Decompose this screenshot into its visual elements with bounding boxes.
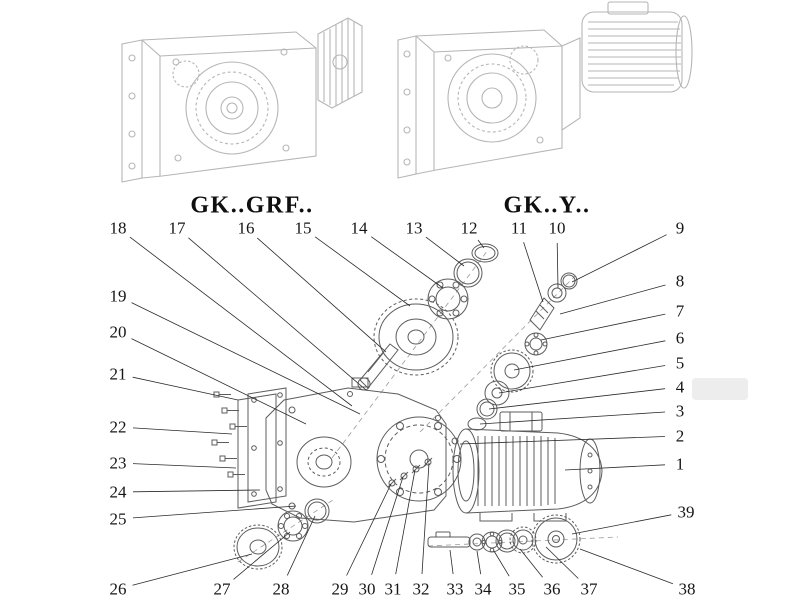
gk-y-assembled-drawing (397, 1, 693, 179)
leader-line-5 (498, 365, 666, 394)
part-number-11: 11 (510, 218, 528, 238)
variant-title-gk-y: GK..Y.. (503, 192, 591, 219)
part-number-15: 15 (294, 218, 312, 238)
part-number-22: 22 (109, 417, 127, 437)
exploded-view (211, 243, 619, 570)
leader-line-8 (559, 284, 666, 315)
leader-line-4 (488, 388, 666, 410)
leader-line-29 (346, 483, 392, 576)
part-number-21: 21 (109, 364, 127, 384)
leader-line-11 (523, 242, 544, 303)
part-number-14: 14 (350, 218, 368, 238)
part-number-13: 13 (405, 218, 423, 238)
leader-line-35 (493, 550, 510, 577)
lower-bearing-set (233, 498, 330, 570)
part-number-2: 2 (675, 426, 685, 446)
leader-line-22 (132, 427, 233, 435)
part-number-1: 1 (675, 454, 685, 474)
leader-line-1 (564, 464, 666, 471)
part-number-19: 19 (109, 286, 127, 306)
part-number-29: 29 (331, 579, 349, 599)
part-number-34: 34 (474, 579, 492, 599)
motor-drawing (451, 411, 603, 522)
leader-line-19 (131, 302, 361, 415)
leader-line-26 (132, 553, 253, 586)
part-number-7: 7 (675, 301, 685, 321)
part-number-6: 6 (675, 328, 685, 348)
part-number-30: 30 (358, 579, 376, 599)
leader-line-13 (425, 236, 465, 267)
leader-line-33 (449, 549, 454, 575)
leader-line-21 (132, 376, 239, 401)
leader-line-18 (129, 236, 353, 407)
leader-line-9 (571, 234, 667, 283)
leader-line-38 (579, 548, 674, 585)
watermark-blob (692, 378, 748, 400)
leader-line-30 (371, 476, 404, 575)
gear-housing-drawing (265, 377, 462, 523)
part-number-3: 3 (675, 401, 685, 421)
part-number-5: 5 (675, 353, 685, 373)
leader-line-28 (286, 515, 316, 576)
leader-line-31 (395, 469, 416, 575)
part-number-38: 38 (678, 579, 696, 599)
part-number-39: 39 (677, 502, 695, 522)
leader-line-15 (314, 236, 411, 307)
part-number-37: 37 (580, 579, 598, 599)
input-shaft-set (467, 272, 578, 431)
leader-line-32 (421, 462, 430, 575)
part-number-8: 8 (675, 271, 685, 291)
part-number-18: 18 (109, 218, 127, 238)
part-number-9: 9 (675, 218, 685, 238)
leader-line-36 (519, 548, 543, 578)
gk-y-motor (581, 1, 693, 93)
leader-line-37 (545, 546, 579, 579)
leader-line-12 (477, 239, 485, 249)
leader-line-27 (233, 531, 291, 580)
main-gear-set (357, 243, 499, 391)
grf-finned-cover (317, 17, 363, 109)
leader-lines (129, 234, 674, 586)
leader-line-23 (132, 463, 237, 469)
part-number-33: 33 (446, 579, 464, 599)
leader-line-2 (459, 436, 666, 445)
leader-line-14 (370, 236, 444, 289)
leader-line-16 (256, 237, 387, 353)
part-number-4: 4 (675, 377, 685, 397)
leader-line-10 (556, 242, 559, 289)
leader-line-6 (513, 340, 666, 371)
cover-bolts (211, 391, 247, 478)
part-number-27: 27 (213, 579, 231, 599)
output-shaft-set (427, 514, 581, 564)
part-number-26: 26 (109, 579, 127, 599)
leader-line-39 (571, 514, 672, 535)
part-number-32: 32 (412, 579, 430, 599)
part-number-20: 20 (109, 322, 127, 342)
leader-line-34 (476, 550, 482, 575)
leader-line-24 (132, 489, 261, 493)
cover-plate-drawing (237, 387, 287, 509)
leader-line-3 (479, 411, 666, 425)
part-number-24: 24 (109, 482, 127, 502)
part-number-23: 23 (109, 453, 127, 473)
part-number-12: 12 (460, 218, 478, 238)
leader-line-17 (188, 237, 367, 391)
flange-fasteners (387, 457, 433, 488)
part-number-36: 36 (543, 579, 561, 599)
part-number-28: 28 (272, 579, 290, 599)
part-number-31: 31 (384, 579, 402, 599)
gk-grf-assembled-drawing (121, 17, 363, 183)
part-number-10: 10 (548, 218, 566, 238)
part-number-16: 16 (237, 218, 255, 238)
leader-line-7 (540, 313, 666, 341)
leader-line-20 (131, 338, 307, 425)
part-number-35: 35 (508, 579, 526, 599)
variant-title-gk-grf: GK..GRF.. (190, 192, 314, 219)
part-number-25: 25 (109, 509, 127, 529)
part-number-17: 17 (168, 218, 186, 238)
leader-line-25 (132, 505, 297, 519)
